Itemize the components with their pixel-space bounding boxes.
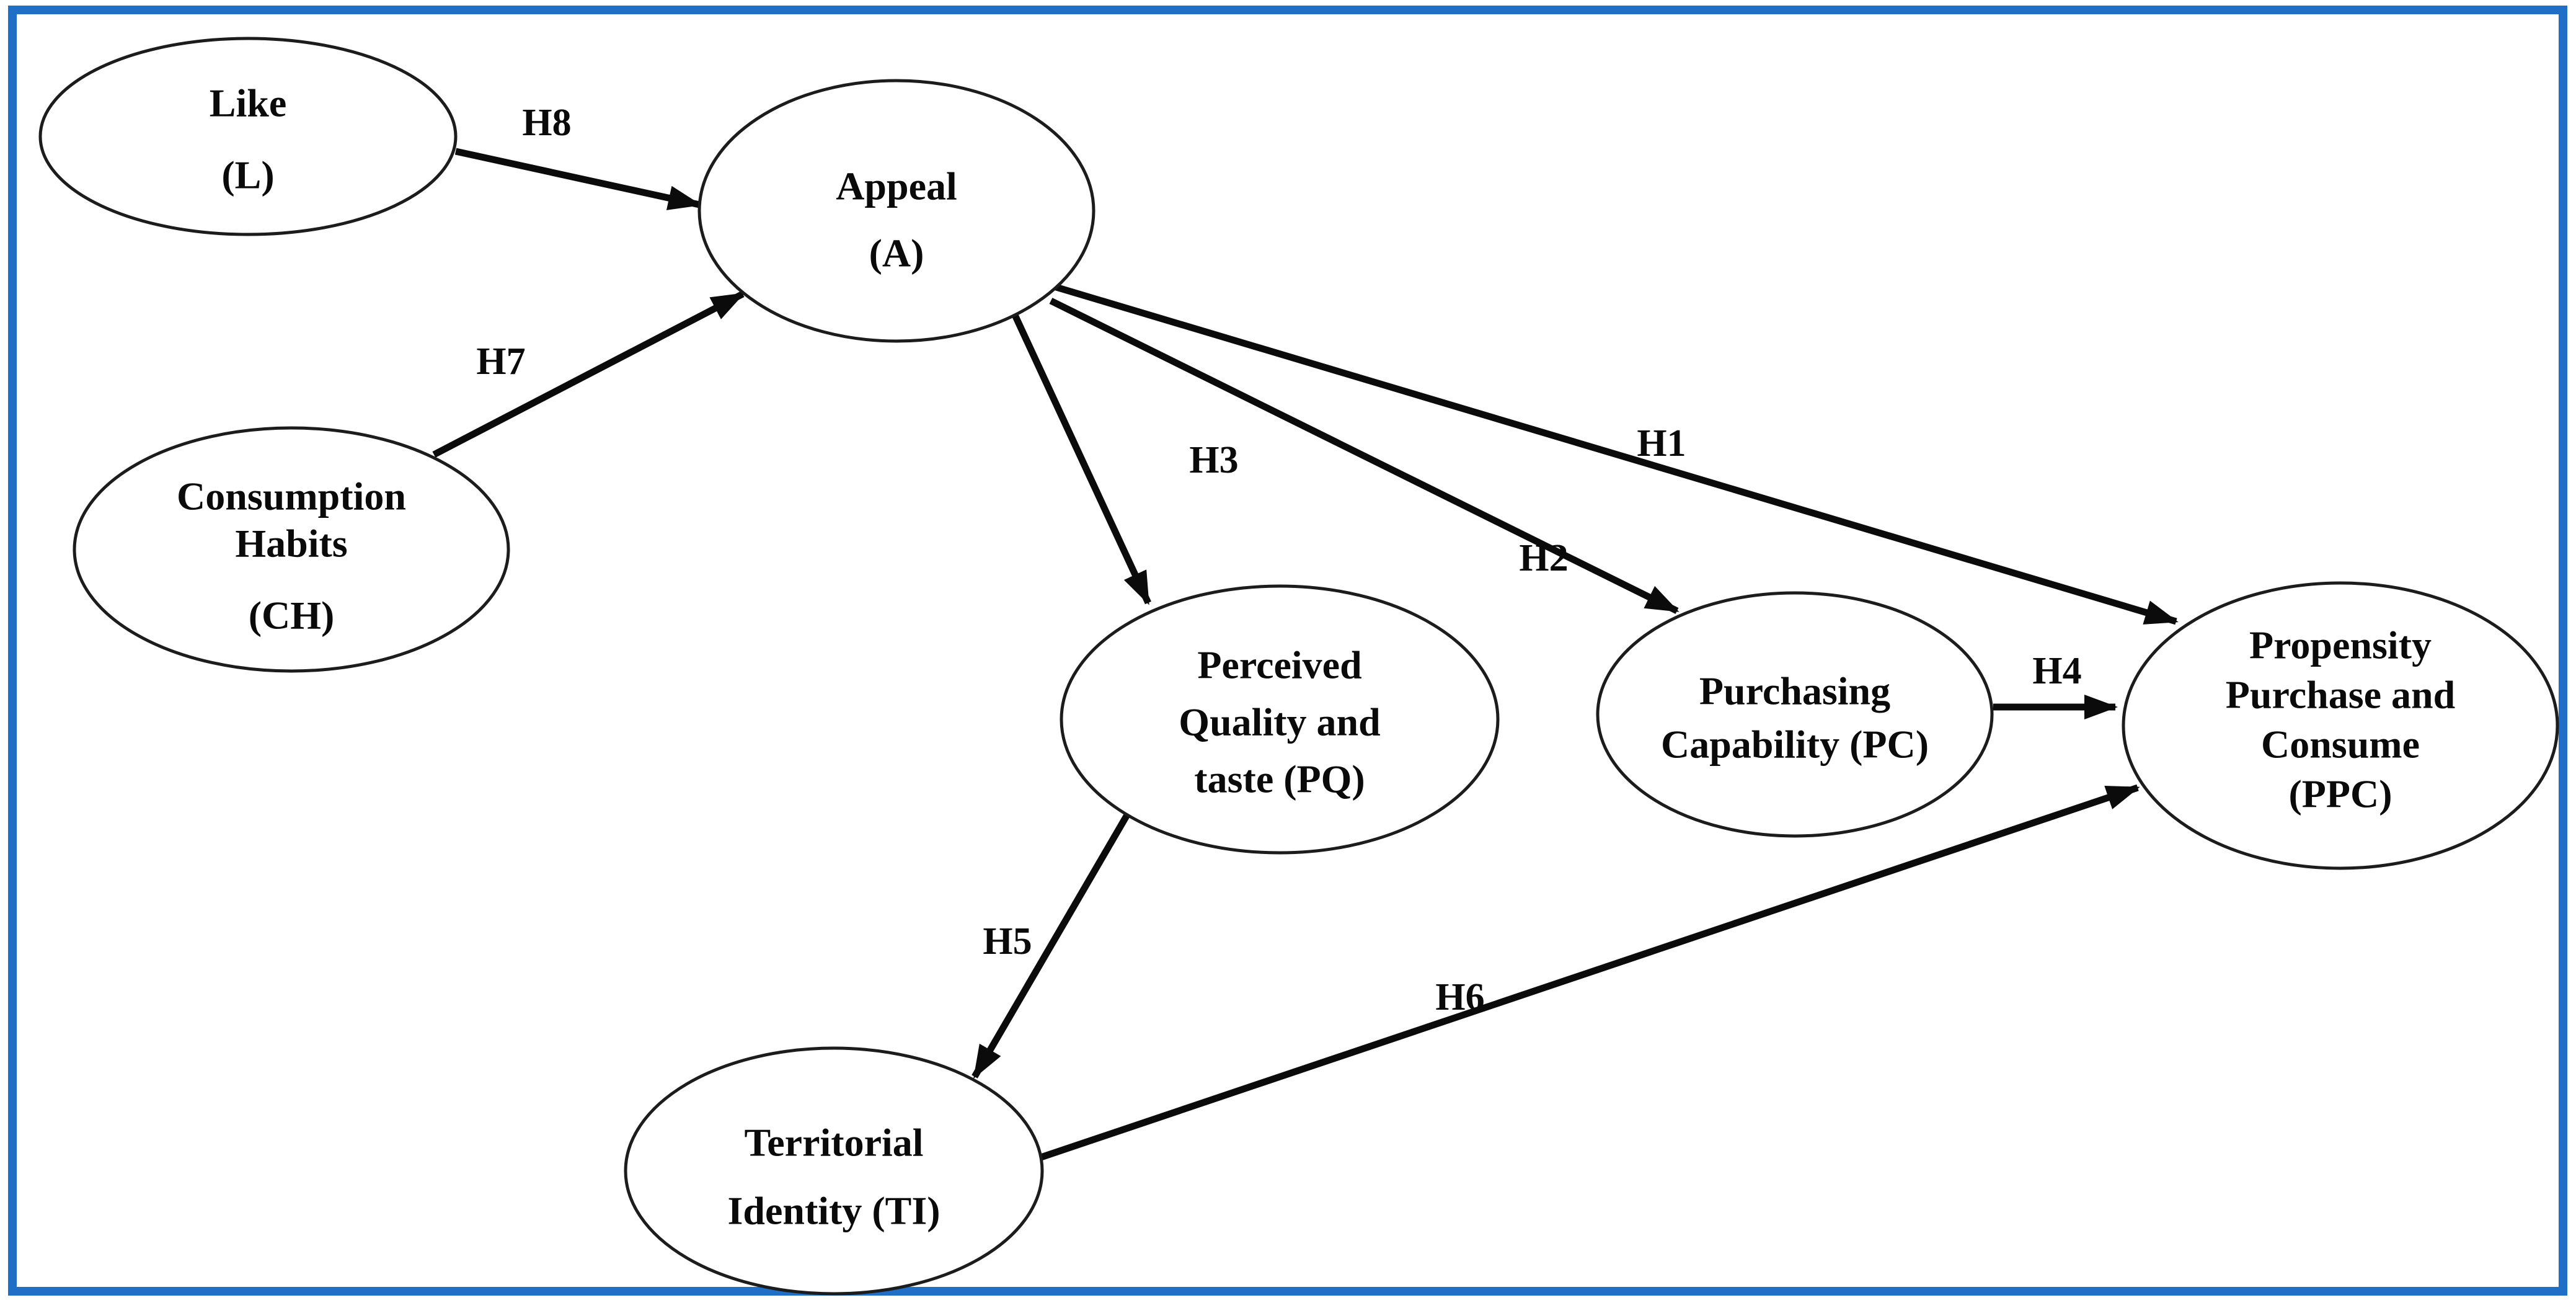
node-perceived-quality-label-line-2: Quality and — [1179, 700, 1380, 744]
node-perceived-quality: Perceived Quality and taste (PQ) — [1060, 584, 1500, 855]
edge-h2-label: H2 — [1519, 537, 1568, 579]
edge-h7-label: H7 — [476, 340, 525, 383]
node-consumption-habits-label-line-3: (CH) — [249, 594, 335, 638]
node-appeal: Appeal (A) — [697, 79, 1095, 343]
node-like-label-line-1: Like — [210, 81, 286, 125]
edge-h6-line — [1040, 784, 2140, 1161]
edge-h8: H8 — [454, 102, 702, 210]
node-like-label-line-2: (L) — [221, 153, 274, 197]
node-appeal-label-line-2: (A) — [869, 231, 924, 275]
edge-h5: H5 — [972, 813, 1130, 1079]
node-purchasing-capability-label-line-1: Purchasing — [1699, 669, 1890, 713]
node-propensity-purchase-ellipse — [2122, 581, 2559, 870]
edge-h1-line — [1053, 283, 2179, 625]
node-propensity-purchase-label-line-2: Purchase and — [2226, 673, 2455, 717]
edge-h3-line — [1012, 313, 1151, 605]
edge-h5-line — [972, 813, 1130, 1079]
node-consumption-habits-label-line-2: Habits — [235, 522, 347, 566]
node-perceived-quality-label-line-1: Perceived — [1197, 643, 1361, 687]
node-like-ellipse — [38, 37, 458, 236]
edge-h2: H2 — [1049, 298, 1680, 614]
node-propensity-purchase-label-line-3: Consume — [2261, 723, 2420, 767]
node-purchasing-capability: Purchasing Capability (PC) — [1596, 591, 1994, 838]
node-appeal-label-line-1: Appeal — [836, 164, 957, 208]
edge-h1-label: H1 — [1637, 422, 1686, 465]
node-territorial-identity-label-line-1: Territorial — [744, 1121, 923, 1165]
edge-h7: H7 — [432, 291, 745, 458]
node-consumption-habits-ellipse — [73, 426, 510, 673]
node-consumption-habits: Consumption Habits (CH) — [73, 426, 510, 673]
node-purchasing-capability-ellipse — [1596, 591, 1994, 838]
node-propensity-purchase-label-line-4: (PPC) — [2288, 772, 2392, 816]
node-appeal-ellipse — [697, 79, 1095, 343]
edge-h4: H4 — [1993, 650, 2118, 719]
node-perceived-quality-ellipse — [1060, 584, 1500, 855]
edge-h3: H3 — [1012, 313, 1239, 605]
node-consumption-habits-label-line-1: Consumption — [177, 474, 406, 518]
edge-h7-line — [432, 291, 745, 458]
edge-h8-line — [454, 148, 702, 210]
node-territorial-identity-label-line-2: Identity (TI) — [727, 1189, 940, 1233]
node-territorial-identity-ellipse — [624, 1046, 1044, 1296]
node-perceived-quality-label-line-3: taste (PQ) — [1194, 757, 1365, 801]
figure-border — [8, 6, 2567, 1296]
node-purchasing-capability-label-line-2: Capability (PC) — [1661, 723, 1929, 767]
node-propensity-purchase: Propensity Purchase and Consume (PPC) — [2122, 581, 2559, 870]
edge-h6: H6 — [1040, 784, 2140, 1161]
edge-h5-label: H5 — [983, 920, 1032, 963]
edge-h2-line — [1049, 298, 1680, 614]
edge-h4-label: H4 — [2032, 650, 2081, 692]
edge-h8-label: H8 — [522, 102, 571, 144]
node-territorial-identity: Territorial Identity (TI) — [624, 1046, 1044, 1296]
node-like: Like (L) — [38, 37, 458, 236]
edge-h1: H1 — [1053, 283, 2179, 625]
node-propensity-purchase-label-line-1: Propensity — [2249, 623, 2432, 667]
edge-h3-label: H3 — [1189, 439, 1238, 481]
edge-h6-label: H6 — [1435, 976, 1484, 1018]
